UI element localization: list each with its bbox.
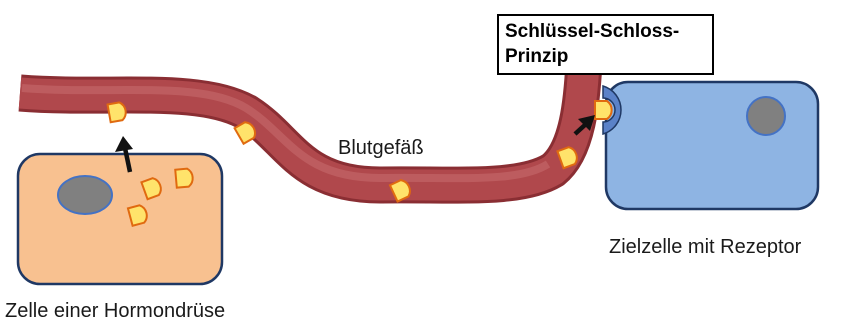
principle-box: Schlüssel-Schloss-Prinzip	[497, 14, 714, 75]
hormone-docked	[595, 101, 612, 119]
target-cell-label: Zielzelle mit Rezeptor	[609, 236, 801, 259]
hormone	[175, 168, 193, 187]
gland-cell-label: Zelle einer Hormondrüse	[5, 300, 225, 323]
gland-cell-nucleus	[58, 176, 112, 214]
target-cell-nucleus	[747, 97, 785, 135]
vessel-label: Blutgefäß	[338, 137, 424, 160]
target-cell	[606, 82, 818, 209]
